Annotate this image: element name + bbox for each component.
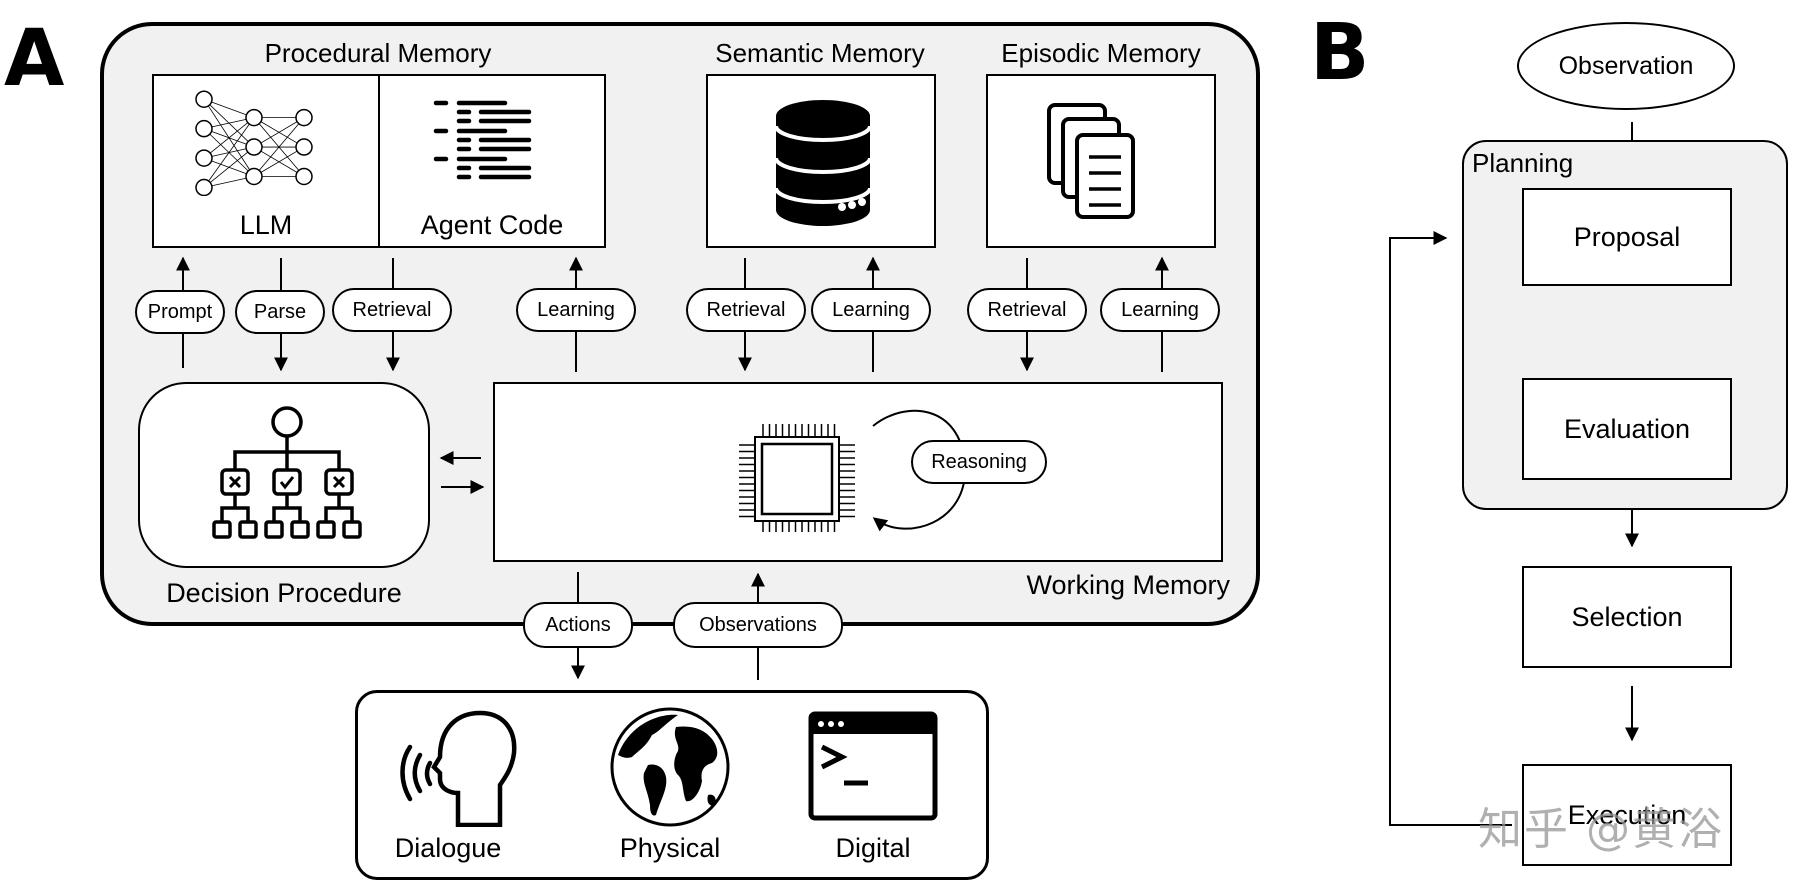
episodic-memory-box[interactable] [986,74,1216,248]
llm-box[interactable]: LLM [152,74,380,248]
nn-node [195,149,213,167]
nn-edge [203,117,255,188]
documents-stack-icon [1047,103,1135,219]
nn-node [295,167,313,186]
decision-tree-icon [212,406,362,539]
episodic-memory-title: Episodic Memory [1001,38,1201,68]
watermark: 知乎 @黄浴 [1478,804,1724,855]
nn-edge [203,117,255,159]
llm-label: LLM [239,210,293,240]
working-memory-label: Working Memory [1026,570,1230,600]
selection-box[interactable]: Selection [1522,566,1732,668]
procedural-learning-label: Learning [516,288,636,332]
episodic-retrieval-label: Retrieval [967,288,1087,332]
nn-edge [203,98,255,118]
procedural-memory-title: Procedural Memory [264,38,492,68]
physical-label: Physical [619,833,721,863]
neural-network-icon [195,90,313,196]
nn-node [245,108,263,127]
agent-code-label: Agent Code [420,210,564,240]
nn-node [195,178,213,196]
nn-node [245,167,263,186]
nn-node [295,108,313,127]
evaluation-box[interactable]: Evaluation [1522,378,1732,480]
nn-edge [253,117,305,148]
episodic-learning-label: Learning [1100,288,1220,332]
digital-label: Digital [835,833,911,863]
agent-code-box[interactable]: Agent Code [378,74,606,248]
nn-node [195,119,213,138]
code-lines-icon [433,100,532,180]
execution-box[interactable]: Execution [1522,764,1732,866]
observation-node[interactable]: Observation [1517,22,1735,110]
prompt-label: Prompt [135,290,225,334]
semantic-memory-box[interactable] [706,74,936,248]
semantic-memory-title: Semantic Memory [715,38,925,68]
reasoning-label: Reasoning [911,440,1047,484]
panel-b-letter: B [1310,8,1370,98]
semantic-retrieval-label: Retrieval [686,288,806,332]
proposal-box[interactable]: Proposal [1522,188,1732,286]
panel-a-letter: A [4,14,65,104]
decision-procedure-label: Decision Procedure [166,578,402,608]
planning-label: Planning [1472,148,1574,178]
environment-frame: Dialogue Physical Digital [355,690,989,880]
actions-label: Actions [523,602,633,648]
nn-edge [203,146,255,188]
dialogue-label: Dialogue [394,833,502,863]
nn-edge [253,117,305,177]
globe-icon [610,707,730,827]
terminal-window-icon [808,711,938,821]
semantic-learning-label: Learning [811,288,931,332]
nn-edge [253,146,305,177]
observations-label: Observations [673,602,843,648]
speaking-head-icon [400,710,517,827]
working-memory-box[interactable]: Reasoning [493,382,1223,562]
nn-node [295,138,313,156]
cpu-chip-icon [739,424,855,532]
nn-node [195,90,213,108]
procedural-retrieval-label: Retrieval [332,288,452,332]
database-icon [774,100,872,226]
parse-label: Parse [235,290,325,334]
execution-loop-arrow [1389,231,1512,826]
decision-procedure-box[interactable] [138,382,430,568]
nn-node [245,138,263,156]
